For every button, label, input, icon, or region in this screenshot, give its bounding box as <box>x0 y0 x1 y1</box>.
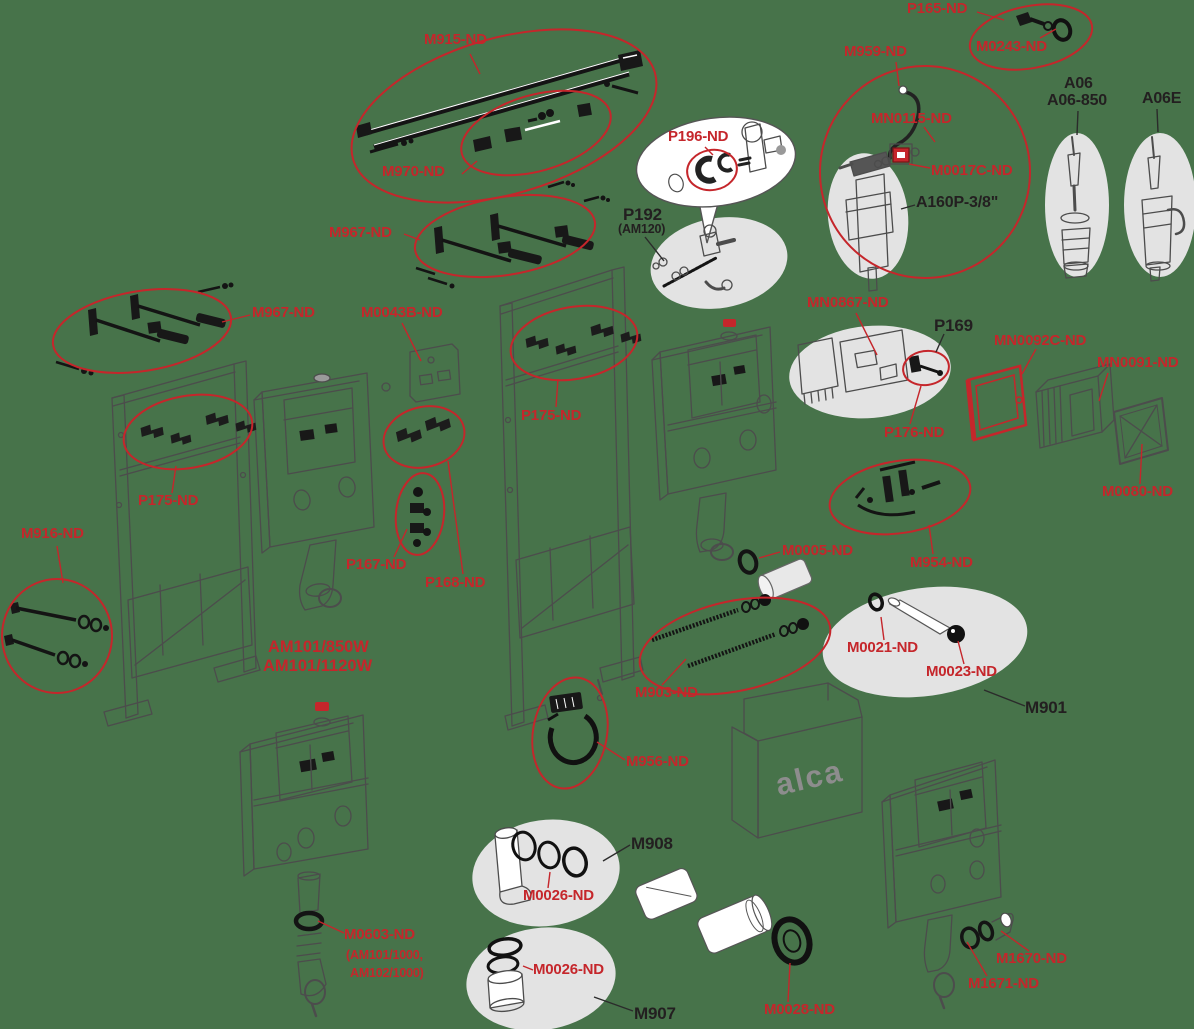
part-label-m0023: M0023-ND <box>926 663 997 680</box>
part-label-m915: M915-ND <box>424 31 487 48</box>
part-label-m0080: M0080-ND <box>1102 483 1173 500</box>
p168-parts <box>395 414 452 446</box>
p169-part <box>908 355 943 376</box>
p175-left-parts <box>140 410 257 447</box>
part-label-p169: P169 <box>934 316 973 335</box>
part-label-p192: P192 <box>623 205 662 224</box>
part-label-m959: M959-ND <box>844 43 907 60</box>
mn0091-part <box>1035 363 1115 449</box>
m903-parts <box>651 594 809 669</box>
alca-logo: alca <box>772 753 846 802</box>
part-label-p175-left: P175-ND <box>138 492 199 509</box>
flush-pipe-parts <box>635 867 813 966</box>
part-label-m967-left: M967-ND <box>252 304 315 321</box>
part-label-m901: M901 <box>1025 698 1067 717</box>
center-right-cistern-drawing <box>651 319 777 561</box>
center-cistern-drawing <box>253 372 391 611</box>
part-label-mn0092c: MN0092C-ND <box>994 332 1087 349</box>
p167-parts <box>410 487 431 547</box>
m967-top-parts <box>434 213 594 265</box>
part-label-m967-top: M967-ND <box>329 224 392 241</box>
part-label-m903: M903-ND <box>635 684 698 701</box>
m0043b-part <box>409 343 461 403</box>
alca-box-drawing: alca <box>731 682 863 839</box>
part-label-m0026-b: M0026-ND <box>533 961 604 978</box>
part-label-m916: M916-ND <box>21 525 84 542</box>
p175-mid-parts <box>525 321 642 358</box>
model-label-am101-850w: AM101/850W <box>268 638 369 656</box>
model-label-am101-1120w: AM101/1120W <box>263 657 373 675</box>
part-label-p196: P196-ND <box>668 128 729 145</box>
part-label-m907: M907 <box>634 1004 676 1023</box>
a06e-part <box>1141 136 1186 282</box>
part-label-p168: P168-ND <box>425 574 486 591</box>
part-label-m956: M956-ND <box>626 753 689 770</box>
m0080-part <box>1113 397 1169 465</box>
part-label-m0017c: M0017C-ND <box>931 162 1013 179</box>
m907-parts <box>486 937 525 1013</box>
m956-parts <box>547 692 599 765</box>
m967-left-parts <box>55 282 234 376</box>
center-frame-drawing <box>499 266 644 731</box>
part-label-p176: P176-ND <box>884 424 945 441</box>
part-label-p192-sub: (AM120) <box>618 222 666 236</box>
part-label-m954: M954-ND <box>910 554 973 571</box>
m901-parts <box>867 592 965 643</box>
p192-parts <box>652 224 736 291</box>
part-label-m0026-a: M0026-ND <box>523 887 594 904</box>
part-label-m0243: M0243-ND <box>976 38 1047 55</box>
m916-parts <box>4 602 109 669</box>
mn0092c-part <box>965 364 1028 442</box>
part-label-a06: A06 <box>1064 75 1093 92</box>
part-label-m1671: M1671-ND <box>968 975 1039 992</box>
mn0867-parts <box>797 329 909 405</box>
part-label-a06e: A06E <box>1142 90 1182 107</box>
part-label-m0603-sub2: AM102/1000) <box>350 966 424 980</box>
bottom-right-tank-drawing <box>881 759 1002 1010</box>
part-label-m0603: M0603-ND <box>344 926 415 943</box>
part-label-a160p: A160P-3/8" <box>916 194 999 211</box>
p165-parts <box>1016 12 1073 42</box>
part-label-m0028: M0028-ND <box>764 1001 835 1018</box>
lower-left-tank-drawing <box>239 702 369 1018</box>
part-label-m0005: M0005-ND <box>782 542 853 559</box>
part-label-m908: M908 <box>631 834 673 853</box>
m970-fitting-parts <box>473 102 592 152</box>
m0005-parts <box>737 549 813 601</box>
left-frame-drawing <box>103 360 261 727</box>
a06-part <box>1060 136 1091 279</box>
part-label-mn0091: MN0091-ND <box>1097 354 1179 371</box>
m1670-parts <box>960 912 1014 950</box>
part-label-m0603-sub1: (AM101/1000, <box>346 948 423 962</box>
screw-parts <box>415 180 610 289</box>
part-label-p167: P167-ND <box>346 556 407 573</box>
part-label-m1670: M1670-ND <box>996 950 1067 967</box>
highlight-ellipses <box>1 3 1094 790</box>
part-label-m0043b: M0043B-ND <box>361 304 443 321</box>
part-label-p175-mid: P175-ND <box>521 407 582 424</box>
part-label-a06-850: A06-850 <box>1047 92 1107 109</box>
part-label-mn0867: MN0867-ND <box>807 294 889 311</box>
m908-parts <box>494 827 588 905</box>
part-label-mn0115: MN0115-ND <box>871 110 952 127</box>
m915-rail-parts <box>356 50 643 154</box>
part-label-m970: M970-ND <box>382 163 445 180</box>
part-label-m0021: M0021-ND <box>847 639 918 656</box>
p196-parts <box>668 121 786 193</box>
callout-lines <box>56 11 1159 1012</box>
m959-parts <box>838 85 921 292</box>
part-label-p165: P165-ND <box>907 0 968 17</box>
m954-parts <box>854 460 941 517</box>
